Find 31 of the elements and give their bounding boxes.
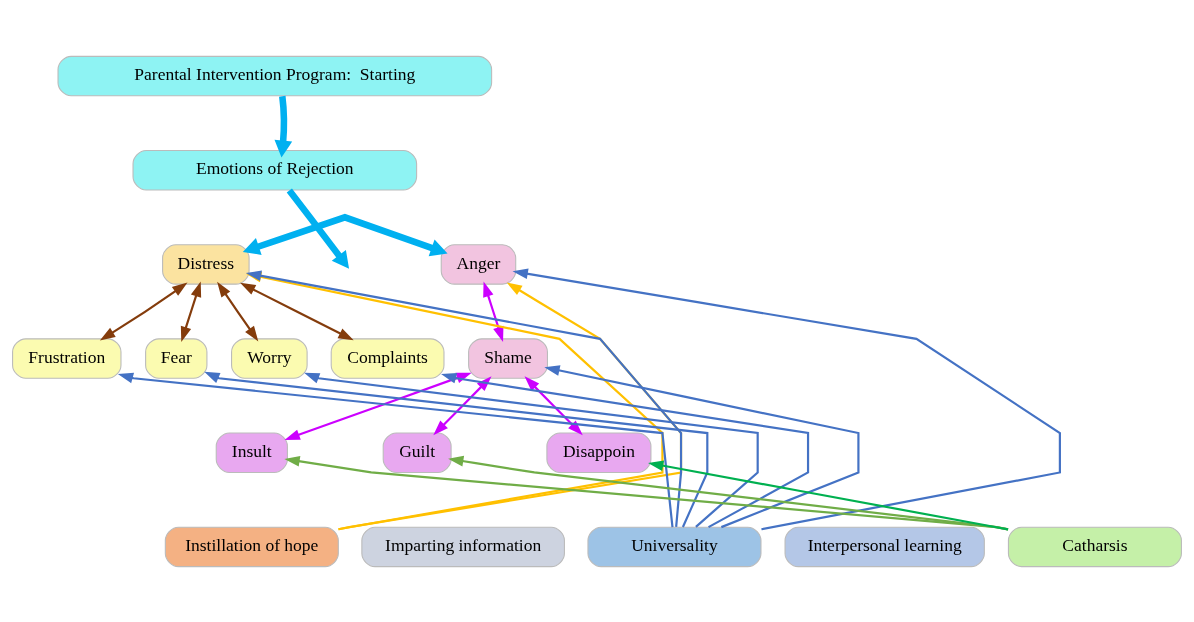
node-box: Disappoin bbox=[546, 432, 652, 473]
arrow bbox=[242, 213, 448, 256]
node-box: Emotions of Rejection bbox=[132, 149, 418, 190]
node-box: Anger bbox=[440, 243, 517, 285]
node-box: Worry bbox=[231, 337, 308, 379]
arrow bbox=[448, 455, 1009, 530]
arrow bbox=[99, 281, 188, 340]
node-box: Insult bbox=[215, 432, 288, 473]
node-box: Shame bbox=[468, 337, 548, 379]
arrow bbox=[284, 455, 1009, 530]
arrow bbox=[240, 282, 354, 340]
arrow bbox=[180, 280, 202, 342]
node-box: Interpersonal learning bbox=[784, 526, 985, 567]
arrow bbox=[217, 281, 259, 341]
node-box: Complaints bbox=[330, 337, 445, 379]
node-box: Parental Intervention Program: Starting bbox=[57, 55, 493, 96]
node-box: Universality bbox=[587, 526, 762, 567]
node-box: Catharsis bbox=[1007, 526, 1182, 567]
arrow bbox=[483, 280, 504, 342]
node-box: Fear bbox=[145, 337, 208, 379]
node-box: Distress bbox=[162, 243, 250, 285]
node-box: Guilt bbox=[382, 432, 452, 473]
arrow bbox=[512, 267, 1061, 530]
node-box: Imparting information bbox=[361, 526, 565, 567]
node-box: Instillation of hope bbox=[164, 526, 339, 567]
arrow bbox=[524, 375, 583, 435]
arrow bbox=[648, 459, 1009, 530]
node-box: Frustration bbox=[12, 337, 122, 379]
arrow bbox=[286, 187, 350, 269]
arrow bbox=[274, 95, 293, 157]
arrow bbox=[544, 364, 860, 528]
